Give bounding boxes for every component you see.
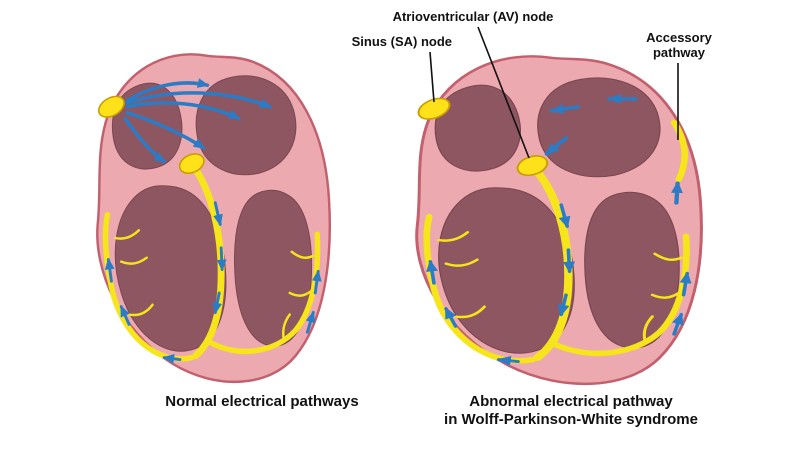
- caption-wpw-line2: in Wolff-Parkinson-White syndrome: [444, 411, 698, 428]
- accessory-pathway-strand: [670, 119, 688, 183]
- sa-radiating-arrows: [123, 78, 272, 164]
- label-av-node: Atrioventricular (AV) node: [393, 9, 554, 24]
- annotations: Atrioventricular (AV) node Sinus (SA) no…: [352, 9, 713, 159]
- caption-normal: Normal electrical pathways: [165, 393, 358, 410]
- heart-diagram-normal: [95, 54, 330, 382]
- caption-wpw-line1: Abnormal electrical pathway: [469, 393, 673, 410]
- heart-diagram-wpw: [414, 56, 701, 384]
- retrograde-arrows: [544, 94, 683, 205]
- pointer-av-node: [477, 26, 530, 159]
- captions: Normal electrical pathways Abnormal elec…: [165, 393, 698, 428]
- pointer-sa-node: [429, 51, 435, 103]
- label-sa-node: Sinus (SA) node: [352, 34, 452, 49]
- label-accessory-line2: pathway: [653, 45, 706, 60]
- label-accessory-line1: Accessory: [646, 30, 713, 45]
